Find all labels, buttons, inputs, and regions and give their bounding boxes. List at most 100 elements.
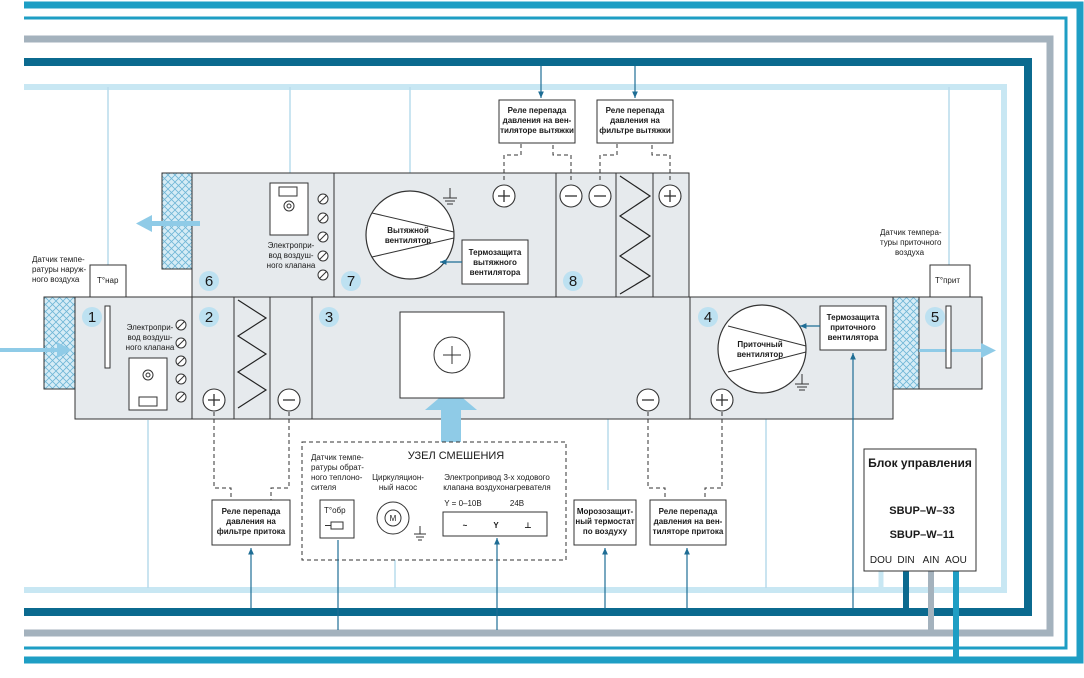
- terminal-screw-icon: [175, 319, 187, 331]
- supply-sensor-label: Датчик темпера- туры приточного воздуха: [880, 228, 942, 257]
- svg-text:ного клапана: ного клапана: [267, 261, 316, 270]
- intake-damper-terminals: [175, 319, 187, 403]
- port-din: DIN: [897, 555, 914, 566]
- svg-text:ный насос: ный насос: [379, 483, 417, 492]
- terminal-screw-icon: [175, 373, 187, 385]
- svg-text:тиляторе вытяжки: тиляторе вытяжки: [500, 126, 574, 135]
- svg-text:Y: Y: [493, 521, 499, 530]
- pressure-tubes: [213, 143, 723, 500]
- cable-frames: [24, 1, 1084, 664]
- svg-text:7: 7: [347, 273, 355, 290]
- svg-text:приточного: приточного: [830, 323, 876, 332]
- svg-text:давления на вен-: давления на вен-: [654, 517, 723, 526]
- svg-text:Термозащита: Термозащита: [469, 248, 522, 257]
- section-3-badge: 3: [319, 307, 339, 327]
- pressure-port-plus-icon: [658, 184, 682, 208]
- pressure-port-plus-icon: [202, 388, 226, 412]
- relay-exhaust-fan: Реле перепада давления на вен- тиляторе …: [498, 99, 576, 144]
- exhaust-damper-label: Электропри- вод воздуш- ного клапана: [267, 241, 316, 270]
- heat-exchanger-coils: [236, 175, 652, 409]
- section-7-badge: 7: [341, 271, 361, 291]
- outdoor-temperature-sensor: T°нар: [89, 264, 127, 369]
- cable-frame-light: [24, 84, 1007, 593]
- exhaust-fan-thermal-protection: Термозащита вытяжного вентилятора: [461, 239, 529, 285]
- section-6-badge: 6: [199, 271, 219, 291]
- svg-text:УЗЕЛ СМЕШЕНИЯ: УЗЕЛ СМЕШЕНИЯ: [408, 450, 505, 462]
- pressure-port-minus-icon: [559, 184, 583, 208]
- circulation-pump: M: [376, 501, 410, 535]
- cable-frame-teal-outer: [24, 1, 1084, 664]
- svg-text:Датчик темпера-: Датчик темпера-: [880, 228, 942, 237]
- svg-text:Реле перепада: Реле перепада: [606, 106, 665, 115]
- pressure-port-minus-icon: [588, 184, 612, 208]
- svg-text:тиляторе притока: тиляторе притока: [653, 527, 724, 536]
- supply-fan: Приточный вентилятор: [717, 304, 807, 394]
- section-4-badge: 4: [698, 307, 718, 327]
- svg-text:Блок управления: Блок управления: [868, 456, 972, 470]
- svg-text:вентилятор: вентилятор: [385, 236, 431, 245]
- svg-text:воздуха: воздуха: [895, 248, 925, 257]
- svg-text:Термозащита: Термозащита: [827, 313, 880, 322]
- section-badges: 1 2 3 4 5 6 7 8: [82, 271, 945, 327]
- water-heater-connection: [399, 311, 505, 399]
- svg-text:24В: 24В: [510, 499, 524, 508]
- svg-text:вентилятора: вентилятора: [470, 268, 521, 277]
- svg-text:ного воздуха: ного воздуха: [32, 275, 80, 284]
- relay-exhaust-filter: Реле перепада давления на фильтре вытяжк…: [596, 99, 674, 144]
- svg-text:M: M: [390, 514, 397, 523]
- terminal-screw-icon: [317, 250, 329, 262]
- supply-fan-ground-icon: [795, 374, 809, 391]
- svg-text:Приточный: Приточный: [737, 340, 782, 349]
- pump-ground-icon: [414, 526, 426, 541]
- port-aou: AOU: [945, 555, 967, 566]
- svg-text:2: 2: [205, 309, 213, 326]
- svg-text:Вытяжной: Вытяжной: [387, 226, 429, 235]
- svg-text:~: ~: [463, 521, 468, 530]
- svg-text:вытяжного: вытяжного: [473, 258, 517, 267]
- svg-text:6: 6: [205, 273, 213, 290]
- mixing-unit-flow-arrow: [425, 388, 477, 443]
- svg-text:Реле перепада: Реле перепада: [508, 106, 567, 115]
- port-dou: DOU: [870, 555, 892, 566]
- svg-text:8: 8: [569, 273, 577, 290]
- exhaust-fan-ground-icon: [443, 188, 457, 205]
- intake-damper-actuator: [128, 357, 168, 411]
- air-inlet-arrow: [0, 342, 72, 358]
- outdoor-sensor-label: Датчик темпе- ратуры наруж- ного воздуха: [32, 255, 86, 284]
- air-outlet-exhaust-arrow: [136, 215, 200, 232]
- svg-text:ного клапана: ного клапана: [126, 343, 175, 352]
- svg-text:T°обр: T°обр: [324, 506, 346, 515]
- terminal-screw-icon: [317, 231, 329, 243]
- pressure-port-plus-icon: [710, 388, 734, 412]
- svg-text:Y = 0–10В: Y = 0–10В: [444, 499, 481, 508]
- terminal-screw-icon: [175, 355, 187, 367]
- svg-text:Датчик темпе-: Датчик темпе-: [311, 453, 364, 462]
- return-water-temperature-sensor: T°обр: [319, 499, 355, 539]
- svg-text:вентилятора: вентилятора: [828, 333, 879, 342]
- cable-frame-teal-inner: [24, 16, 1068, 650]
- svg-text:Датчик темпе-: Датчик темпе-: [32, 255, 85, 264]
- control-unit: Блок управления SBUP–W–33 SBUP–W–11 DOU …: [863, 448, 977, 572]
- terminal-screw-icon: [317, 212, 329, 224]
- terminal-screw-icon: [317, 269, 329, 281]
- valve-actuator-terminals: ~ Y ⊥: [442, 511, 548, 537]
- exhaust-fan: Вытяжной вентилятор: [365, 190, 455, 280]
- svg-text:вентилятор: вентилятор: [737, 350, 783, 359]
- svg-text:клапана воздухонагревателя: клапана воздухонагревателя: [443, 483, 551, 492]
- svg-text:SBUP–W–33: SBUP–W–33: [889, 505, 954, 517]
- svg-text:по воздуху: по воздуху: [583, 527, 628, 536]
- svg-text:фильтре притока: фильтре притока: [217, 527, 286, 536]
- svg-text:1: 1: [88, 309, 96, 326]
- svg-text:Реле перепада: Реле перепада: [222, 507, 281, 516]
- svg-text:ный термостат: ный термостат: [575, 517, 634, 526]
- pressure-ports: [202, 184, 734, 412]
- section-5-badge: 5: [925, 307, 945, 327]
- svg-text:Электропри-: Электропри-: [127, 323, 174, 332]
- relay-supply-fan: Реле перепада давления на вен- тиляторе …: [649, 499, 727, 546]
- svg-text:давления на: давления на: [610, 116, 660, 125]
- svg-text:ратуры обрат-: ратуры обрат-: [311, 463, 364, 472]
- supply-temperature-sensor: T°прит: [929, 264, 971, 369]
- signal-lines: [248, 66, 856, 630]
- section-2-badge: 2: [199, 307, 219, 327]
